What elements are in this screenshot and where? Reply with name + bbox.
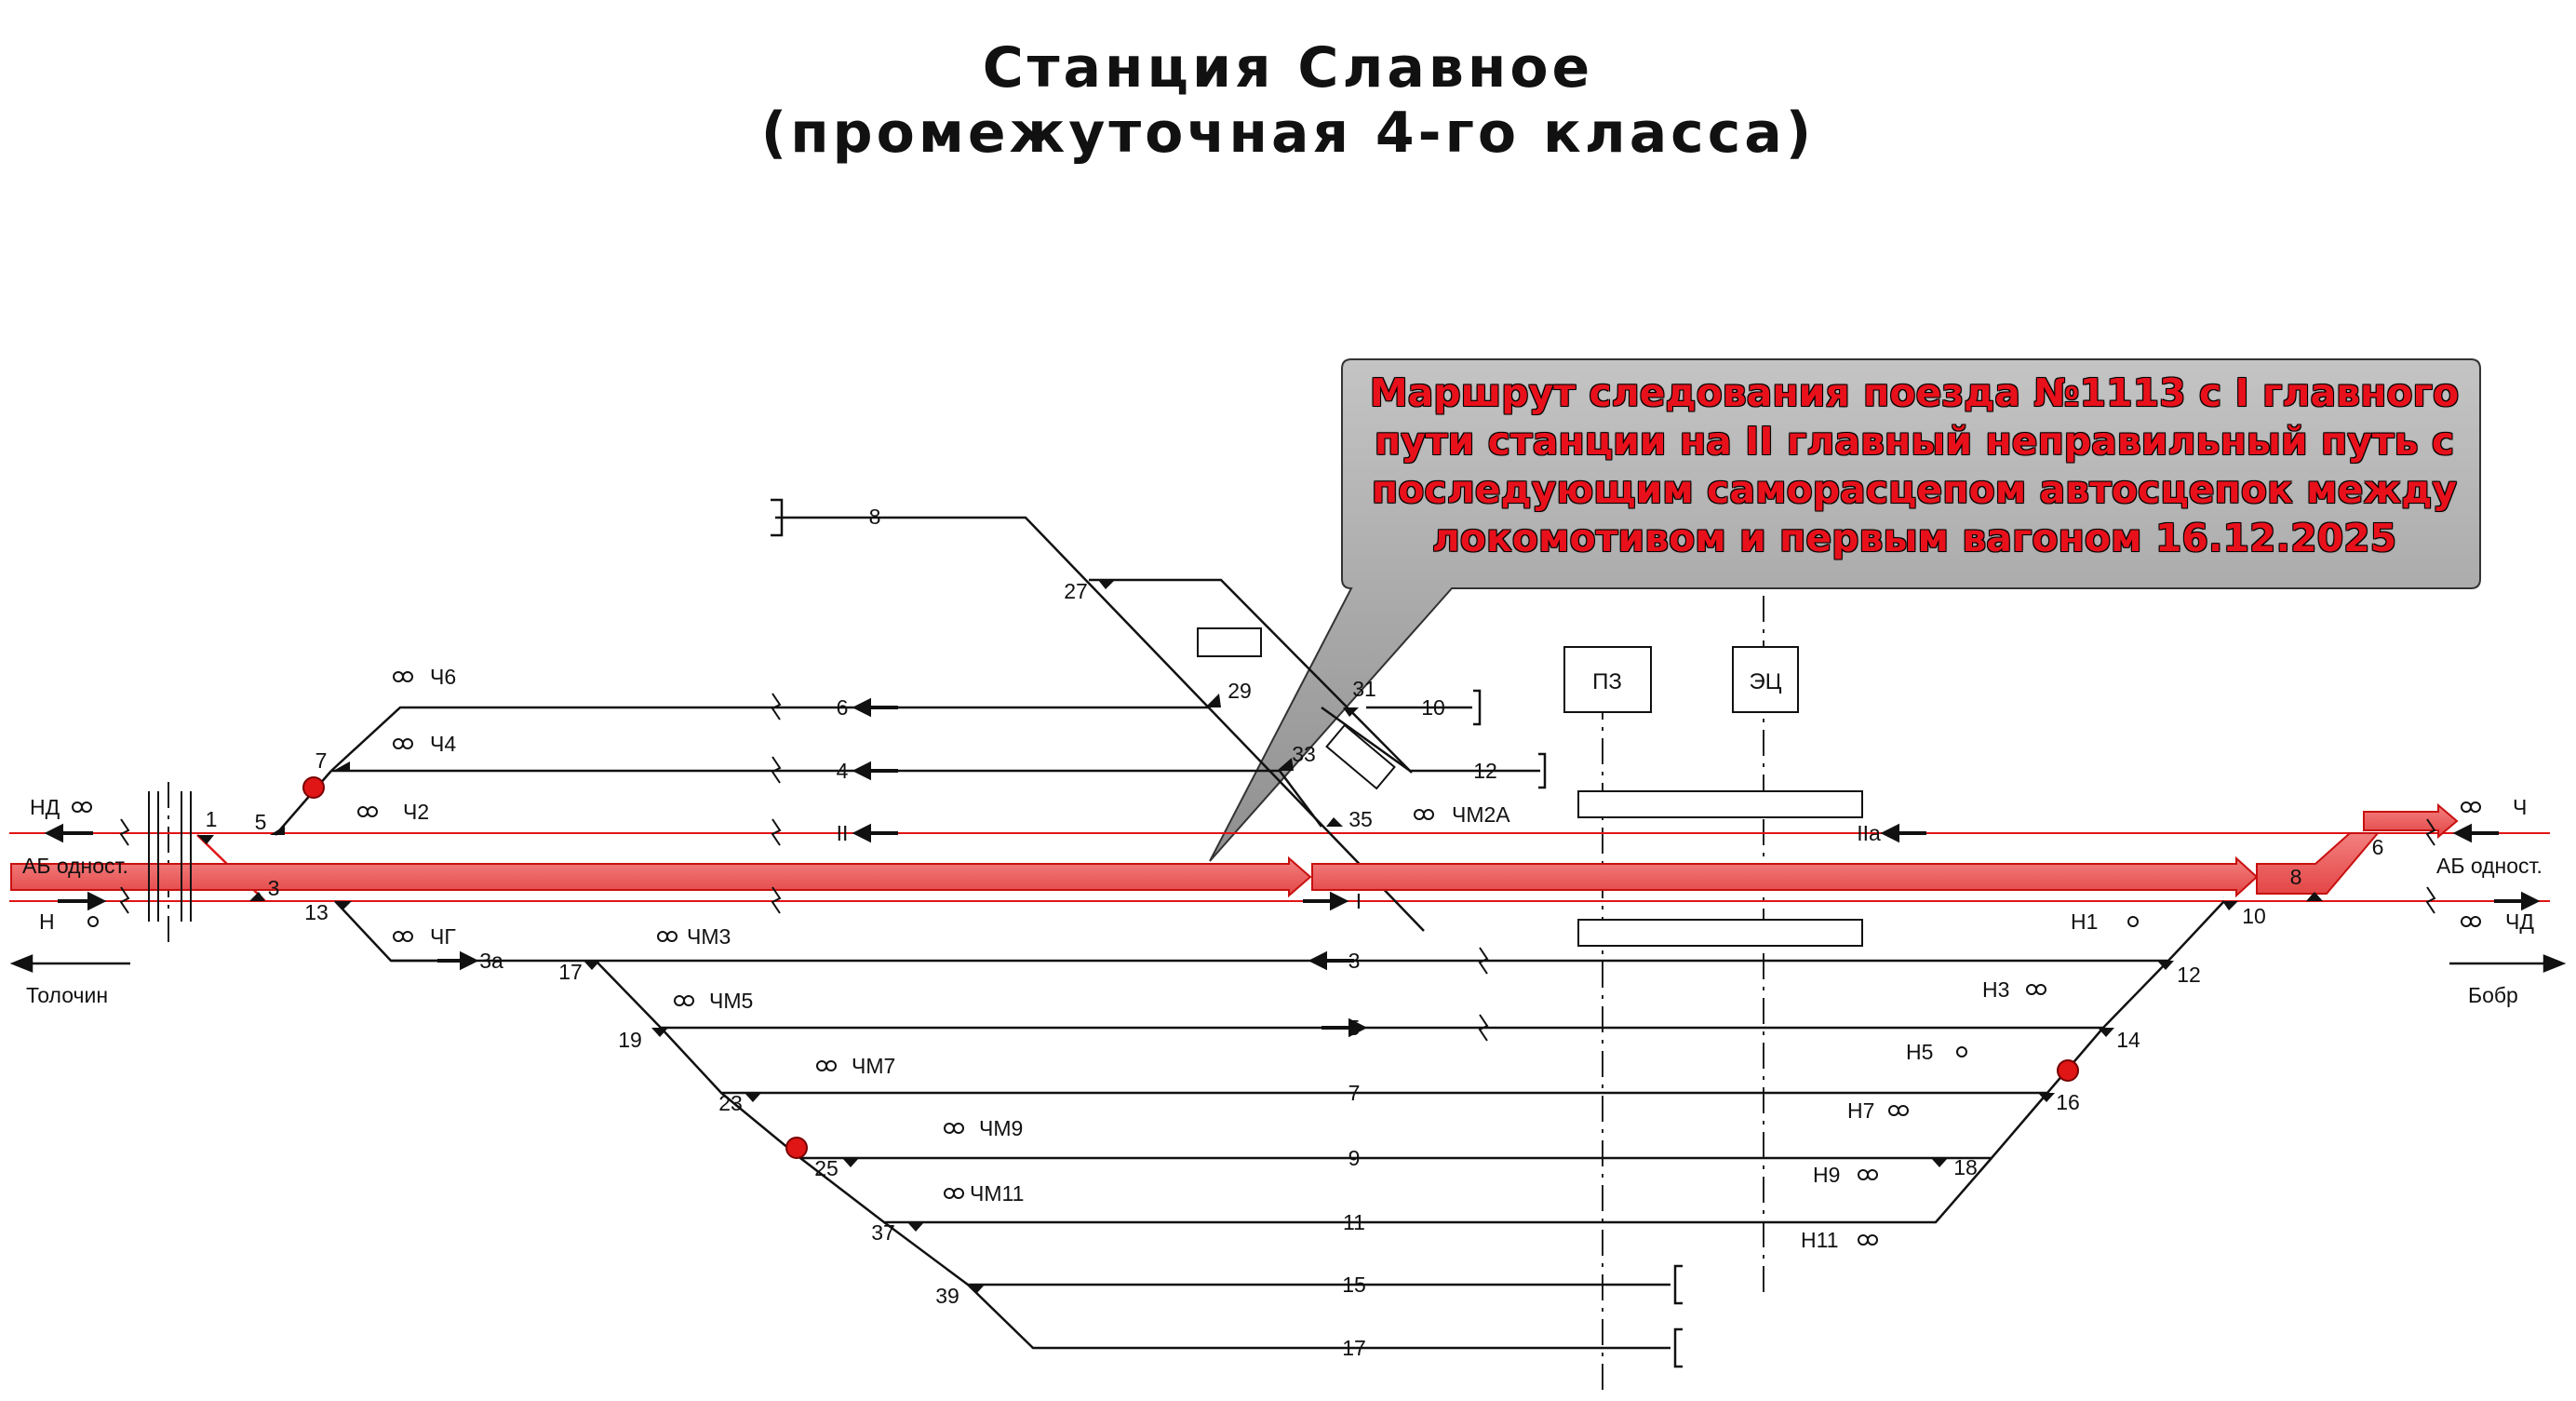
building-pz-label: ПЗ [1592, 669, 1622, 694]
track-15-label: 15 [1342, 1273, 1366, 1297]
building-ec: ЭЦ [1732, 646, 1799, 713]
signal-N3-label: Н3 [1982, 977, 2009, 1002]
track-3-label: 3 [1348, 949, 1361, 973]
track-6-label: 6 [837, 695, 849, 720]
switch-19-label: 19 [618, 1028, 642, 1052]
switch-31-label: 31 [1352, 677, 1376, 701]
switch-13-label: 13 [304, 900, 329, 924]
signal-ChM9-label: ЧМ9 [979, 1116, 1023, 1140]
switch-35-label: 35 [1348, 807, 1373, 831]
switch-39-label: 39 [935, 1284, 959, 1308]
switch-33-label: 33 [1292, 742, 1316, 766]
switch-14-label: 14 [2116, 1028, 2140, 1052]
signal-N1-label: Н1 [2071, 909, 2098, 934]
switch-5-label: 5 [255, 810, 267, 834]
page-subtitle: (промежуточная 4-го класса) [760, 101, 1816, 166]
platforms [1197, 627, 1863, 947]
direction-labels: Толочин Бобр АБ одност. АБ одност. [22, 854, 2542, 1007]
track-12-label: 12 [1473, 759, 1497, 783]
switch-10-label: 10 [2242, 904, 2266, 928]
signal-ChM2A-label: ЧМ2А [1452, 802, 1510, 827]
track-17-label: 17 [1342, 1336, 1366, 1360]
signal-ChM3-label: ЧМ3 [687, 924, 731, 949]
signal-red-7 [302, 776, 325, 799]
axis-lines [168, 596, 1764, 1396]
signal-ChM11-label: ЧМ11 [970, 1181, 1024, 1206]
signal-ChM5-label: ЧМ5 [709, 989, 753, 1013]
building-ec-label: ЭЦ [1749, 669, 1781, 694]
switch-points [197, 580, 2323, 1294]
signal-N9-label: Н9 [1813, 1163, 1840, 1187]
switch-17-label: 17 [558, 960, 583, 984]
direction-arrows [9, 954, 2567, 973]
switch-labels: 1 3 5 7 13 17 19 23 25 27 29 31 33 35 37… [206, 579, 2384, 1308]
direction-right-label: Бобр [2468, 983, 2518, 1007]
track-3a-label: 3а [479, 949, 503, 973]
signal-N11-label: Н11 [1801, 1228, 1839, 1252]
switch-7-label: 7 [315, 748, 328, 773]
signal-red-16 [2057, 1059, 2079, 1082]
signal-N7-label: Н7 [1847, 1098, 1874, 1123]
block-left-label: АБ одност. [22, 854, 128, 878]
track-II-label: II [837, 821, 849, 845]
track-5-label: 5 [1348, 1016, 1361, 1040]
callout-text: Маршрут следования поезда №1113 с I глав… [1369, 370, 2460, 560]
track-10-label: 10 [1421, 695, 1445, 720]
switch-3-label: 3 [268, 876, 280, 900]
switch-16-label: 16 [2056, 1090, 2080, 1114]
switch-27-label: 27 [1064, 579, 1088, 603]
signal-ChM7-label: ЧМ7 [852, 1054, 895, 1078]
switch-25-label: 25 [814, 1156, 839, 1180]
signal-N5-label: Н5 [1906, 1040, 1933, 1064]
page-title: Станция Славное [982, 35, 1594, 101]
switch-37-label: 37 [871, 1220, 895, 1245]
signal-Ch6-label: Ч6 [430, 665, 456, 689]
signal-ChD-label: ЧД [2505, 909, 2534, 934]
insulating-joints [119, 693, 2436, 1042]
track-lines [196, 498, 2365, 1368]
red-track-lines [9, 832, 2550, 902]
signal-Ch4-label: Ч4 [430, 732, 456, 756]
switch-23-label: 23 [718, 1091, 743, 1115]
track-8-label: 8 [869, 505, 881, 529]
switch-18-label: 18 [1953, 1155, 1978, 1179]
block-right-label: АБ одност. [2436, 854, 2542, 878]
signal-red-25 [785, 1137, 808, 1159]
signal-Ch-label: Ч [2513, 795, 2527, 819]
route-callout [1209, 358, 2481, 862]
switch-29-label: 29 [1228, 679, 1252, 703]
direction-left-label: Толочин [26, 983, 108, 1007]
switch-1-label: 1 [206, 807, 218, 831]
building-pz: ПЗ [1563, 646, 1652, 713]
signal-ND-label: НД [30, 795, 60, 819]
red-signals [302, 776, 2079, 1159]
signal-symbols [72, 671, 2481, 1246]
track-9-label: 9 [1348, 1146, 1361, 1170]
signal-Ch2-label: Ч2 [403, 800, 429, 824]
signal-ChG-label: ЧГ [430, 924, 456, 949]
track-IIa-label: IIа [1857, 821, 1881, 845]
switch-12-label: 12 [2177, 963, 2201, 987]
track-7-label: 7 [1348, 1081, 1361, 1105]
track-4-label: 4 [837, 759, 849, 783]
switch-6-label: 6 [2372, 835, 2384, 859]
track-I-label: I [1356, 889, 1362, 913]
track-11-label: 11 [1343, 1210, 1365, 1234]
track-labels: 8 6 4 II IIа I 3 3а 5 7 9 11 15 17 10 12 [479, 505, 1881, 1360]
signal-N-label: Н [39, 909, 55, 934]
signal-labels: НД Н Ч6 Ч4 Ч2 ЧГ ЧМ3 ЧМ5 ЧМ7 ЧМ9 ЧМ11 ЧМ… [30, 665, 2534, 1252]
switch-8-label: 8 [2290, 865, 2302, 889]
track-arrows [44, 697, 2541, 1038]
